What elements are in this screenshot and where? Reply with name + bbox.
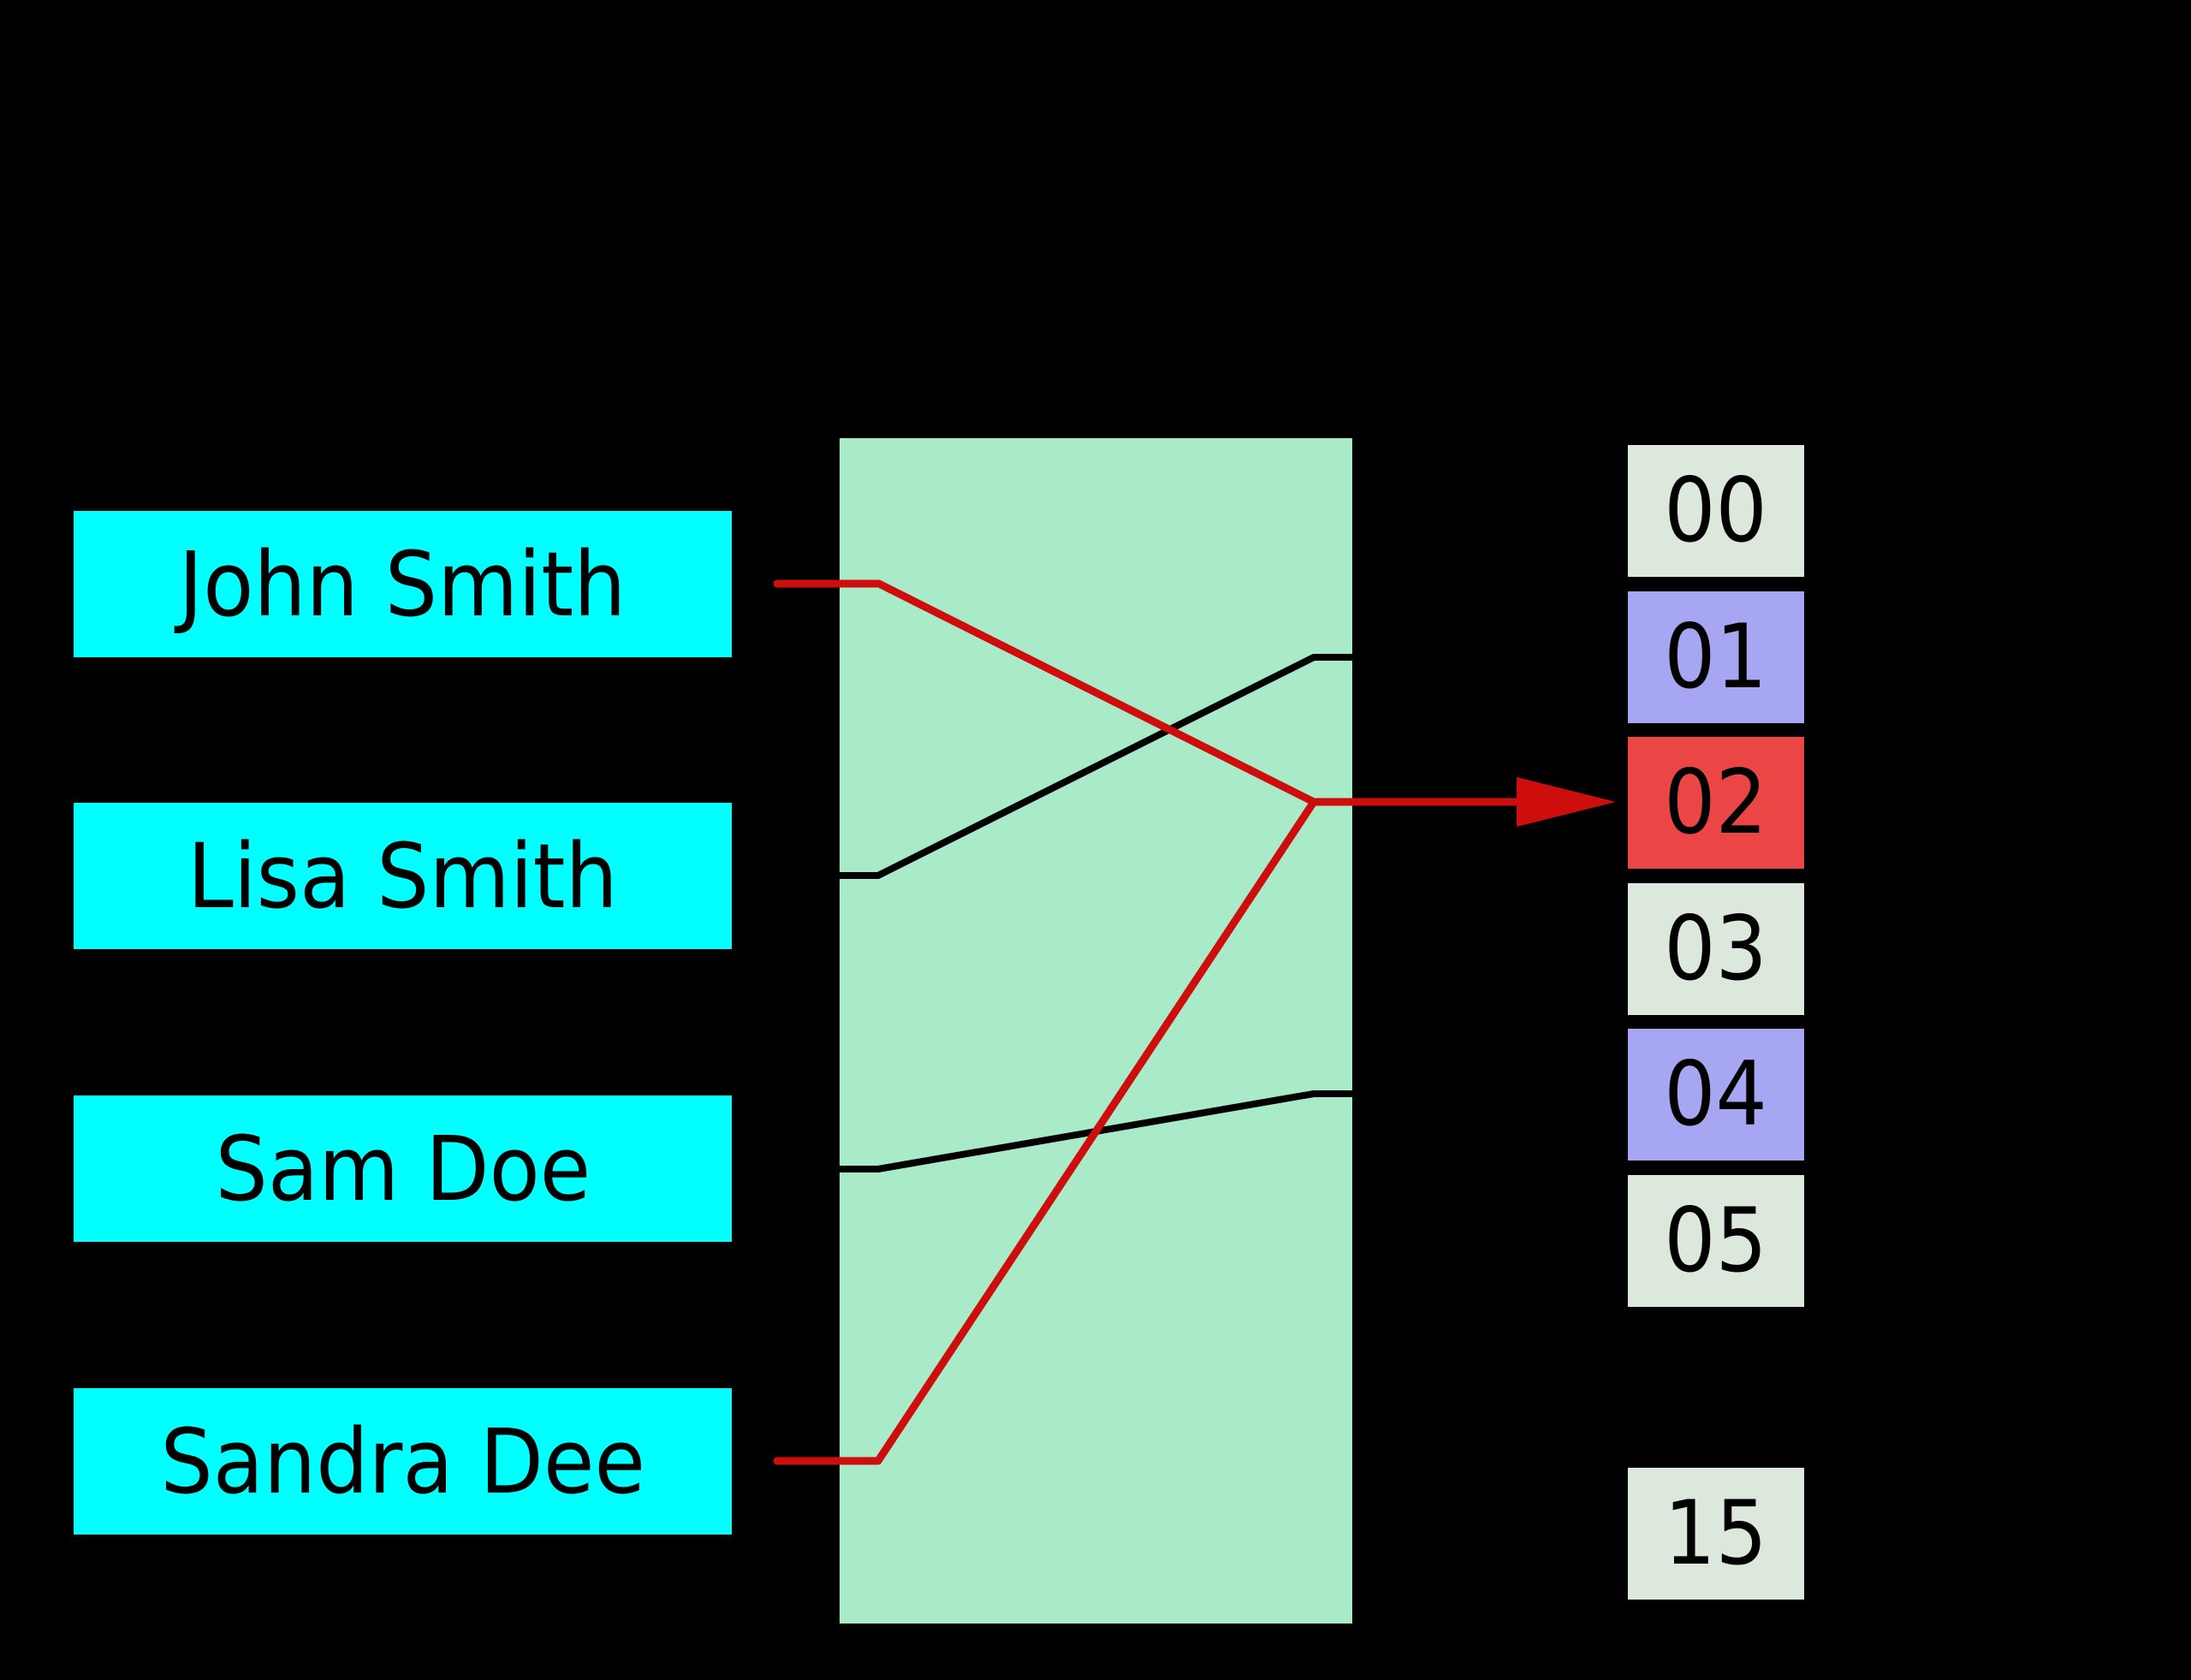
line-john-smith-to-bucket-02 [773, 579, 1318, 806]
key-box-sam-doe: Sam Doe [74, 1095, 732, 1242]
bucket-02: 02 [1628, 737, 1804, 869]
line-sandra-dee-to-bucket-02 [773, 798, 1318, 1465]
line-sam-doe-to-bucket-04 [774, 1090, 1360, 1172]
bucket-01-label: 01 [1664, 606, 1768, 709]
bucket-02-label: 02 [1664, 751, 1768, 854]
key-label-sam-doe: Sam Doe [215, 1116, 591, 1221]
key-label-lisa-smith: Lisa Smith [187, 823, 618, 929]
bucket-00: 00 [1628, 445, 1804, 577]
bucket-00-label: 00 [1664, 460, 1768, 562]
bucket-01: 01 [1628, 591, 1804, 723]
collision-arrow-head [1517, 777, 1616, 827]
bucket-05-label: 05 [1664, 1190, 1768, 1292]
bucket-15: 15 [1628, 1468, 1804, 1600]
bucket-03-label: 03 [1664, 898, 1768, 1000]
line-lisa-smith-to-bucket-01 [774, 654, 1360, 879]
key-box-sandra-dee: Sandra Dee [74, 1388, 732, 1535]
hash-function-box [840, 438, 1352, 1624]
bucket-05: 05 [1628, 1175, 1804, 1307]
bucket-03: 03 [1628, 883, 1804, 1015]
key-box-lisa-smith: Lisa Smith [74, 803, 732, 949]
bucket-15-label: 15 [1664, 1482, 1768, 1585]
bucket-04: 04 [1628, 1029, 1804, 1161]
key-label-john-smith: John Smith [179, 531, 626, 637]
key-box-john-smith: John Smith [74, 511, 732, 657]
bucket-04-label: 04 [1664, 1043, 1768, 1146]
key-label-sandra-dee: Sandra Dee [160, 1409, 645, 1514]
